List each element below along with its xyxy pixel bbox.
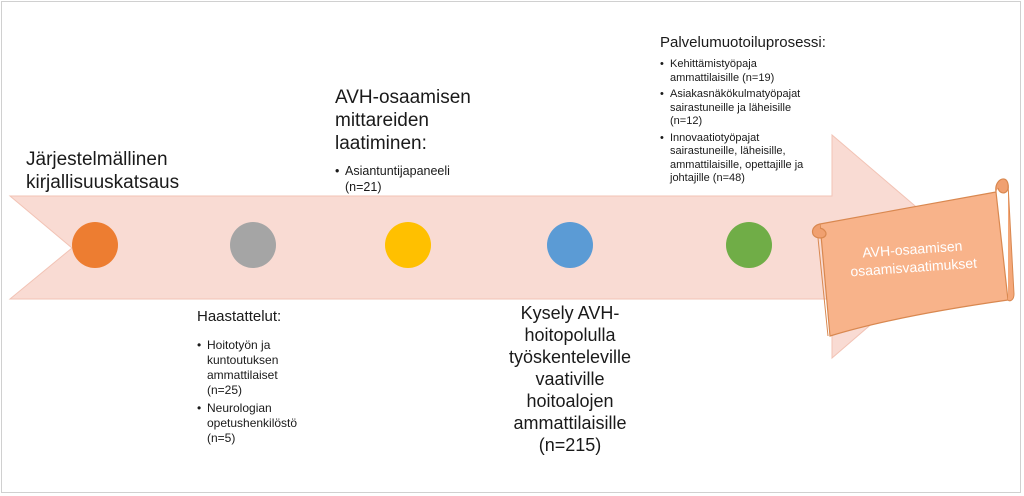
step4-line: ammattilaisille (513, 413, 627, 433)
step3-block: AVH-osaamisen mittareiden laatiminen: As… (335, 86, 505, 195)
step2-list: Hoitotyön ja kuntoutuksen ammattilaiset … (197, 338, 347, 446)
list-item-line: kuntoutuksen (207, 353, 279, 367)
list-item-line: ammattilaiset (207, 368, 278, 382)
step-circle-5 (726, 222, 772, 268)
step5-title: Palvelumuotoiluprosessi: (660, 34, 826, 51)
step3-title-line: mittareiden (335, 110, 429, 131)
step4-line: hoitopolulla (524, 325, 616, 345)
list-item-line: sairastuneille, läheisille, (670, 145, 786, 157)
step2-block: Haastattelut: Hoitotyön ja kuntoutuksen … (197, 307, 347, 446)
list-item: Kehittämistyöpaja ammattilaisille (n=19) (660, 58, 860, 85)
list-item: Innovaatiotyöpajat sairastuneille, lähei… (660, 132, 860, 186)
list-item-line: Asiakasnäkökulmatyöpajat (670, 88, 801, 100)
step-circle-2 (230, 222, 276, 268)
step5-block: Palvelumuotoiluprosessi: Kehittämistyöpa… (660, 34, 860, 186)
list-item: Asiakasnäkökulmatyöpajat sairastuneille … (660, 88, 860, 129)
step4-line: hoitoalojen (526, 391, 614, 411)
step3-title-line: AVH-osaamisen (335, 87, 471, 108)
step-circle-4 (547, 222, 593, 268)
list-item-line: Neurologian (207, 401, 272, 415)
step4-line: Kysely AVH- (520, 303, 620, 323)
step4-line: vaativille (535, 369, 605, 389)
step1-title-text: Järjestelmällinen kirjallisuuskatsaus (26, 149, 180, 193)
list-item-line: opetushenkilöstö (207, 416, 298, 430)
step4-line: (n=215) (538, 435, 602, 455)
list-item-line: Kehittämistyöpaja (670, 58, 757, 70)
list-item-line: (n=12) (670, 115, 703, 127)
list-item-line: Hoitotyön ja (207, 338, 271, 352)
list-item: Asiantuntijapaneeli (n=21) (335, 163, 505, 195)
list-item: Neurologian opetushenkilöstö (n=5) (197, 401, 347, 446)
list-item: Hoitotyön ja kuntoutuksen ammattilaiset … (197, 338, 347, 398)
step1-title: Järjestelmällinen kirjallisuuskatsaus (26, 148, 206, 194)
step-circle-1 (72, 222, 118, 268)
list-item-line: sairastuneille ja läheisille (670, 101, 792, 114)
step3-title: AVH-osaamisen mittareiden laatiminen: (335, 86, 505, 155)
list-item-line: Innovaatiotyöpajat (670, 131, 760, 144)
list-item-line: (n=21) (345, 180, 382, 194)
step3-title-line: laatiminen: (335, 133, 427, 154)
scroll-banner (811, 178, 1015, 337)
step-circle-3 (385, 222, 431, 268)
list-item-line: Asiantuntijapaneeli (345, 164, 450, 178)
step4-line: työskenteleville (508, 347, 632, 367)
list-item-line: ammattilaisille, opettajille ja (670, 158, 804, 171)
step5-list: Kehittämistyöpaja ammattilaisille (n=19)… (660, 58, 860, 186)
step2-title: Haastattelut: (197, 308, 282, 325)
list-item-line: (n=5) (207, 431, 236, 445)
list-item-line: johtajille (n=48) (670, 172, 745, 184)
list-item-line: ammattilaisille (n=19) (670, 71, 775, 84)
list-item-line: (n=25) (207, 383, 243, 397)
step4-block: Kysely AVH- hoitopolulla työskentelevill… (480, 302, 660, 456)
step3-list: Asiantuntijapaneeli (n=21) (335, 163, 505, 195)
